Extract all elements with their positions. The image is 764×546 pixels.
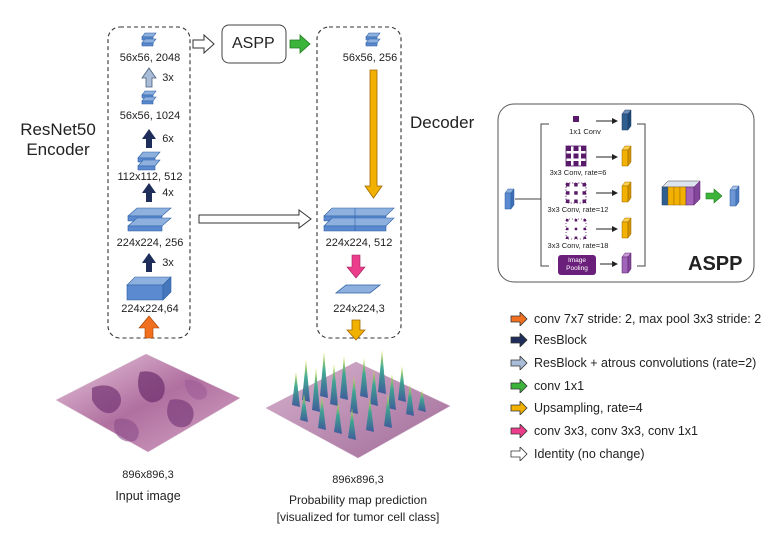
encoder-block-112x112-512 bbox=[137, 151, 161, 171]
resblock-arrow bbox=[142, 129, 156, 148]
kernel-rate18-icon bbox=[565, 218, 587, 240]
legend-item: ResBlock + atrous convolutions (rate=2) bbox=[510, 353, 756, 373]
probability-map bbox=[265, 350, 451, 459]
decoder-block-224x224-512 bbox=[323, 207, 395, 232]
encoder-repeat-label: 4x bbox=[162, 187, 174, 199]
resblock-arrow bbox=[142, 183, 156, 202]
encoder-dim-label: 56x56, 1024 bbox=[119, 110, 181, 122]
arrow-icon bbox=[510, 333, 528, 347]
encoder-dim-label: 224x224, 256 bbox=[116, 237, 184, 249]
arrow-icon bbox=[510, 447, 528, 461]
output-caption: Probability map prediction [visualized f… bbox=[276, 493, 440, 524]
stem-conv-arrow bbox=[138, 315, 160, 339]
aspp-out-block-1 bbox=[621, 109, 632, 131]
aspp-out-block-4 bbox=[621, 217, 632, 239]
upsampling-output-arrow bbox=[346, 319, 366, 341]
arrow-icon bbox=[510, 424, 528, 438]
conv3x3-arrow bbox=[346, 254, 366, 279]
arrow-icon bbox=[510, 356, 528, 370]
atrous-resblock-arrow bbox=[141, 67, 157, 88]
encoder-block-56x56-1024 bbox=[141, 90, 157, 105]
decoder-dim-label: 224x224,3 bbox=[333, 303, 385, 315]
legend-item: conv 3x3, conv 3x3, conv 1x1 bbox=[510, 421, 698, 441]
aspp-branch-label: 3x3 Conv, rate=6 bbox=[549, 168, 607, 177]
aspp-out-block-2 bbox=[621, 145, 632, 167]
encoder-repeat-label: 6x bbox=[162, 133, 174, 145]
decoder-dim-label: 56x56, 256 bbox=[342, 52, 398, 64]
aspp-branch-label: 1x1 Conv bbox=[569, 127, 601, 136]
aspp-output-block bbox=[729, 185, 740, 207]
legend-item: Upsampling, rate=4 bbox=[510, 398, 643, 418]
input-caption: Input image bbox=[115, 489, 181, 503]
legend-item: Identity (no change) bbox=[510, 444, 645, 464]
legend-item: conv 7x7 stride: 2, max pool 3x3 stride:… bbox=[510, 309, 761, 329]
encoder-block-224x224-256 bbox=[127, 207, 172, 232]
encoder-dim-label: 112x112, 512 bbox=[117, 171, 183, 183]
identity-arrow bbox=[192, 33, 215, 55]
aspp-out-block-3 bbox=[621, 181, 632, 203]
kernel-1x1-icon bbox=[573, 116, 579, 122]
aspp-input-block bbox=[504, 188, 515, 210]
image-pooling-box bbox=[558, 255, 596, 275]
aspp-branch-label: 3x3 Conv, rate=12 bbox=[547, 205, 609, 214]
aspp-panel-title: ASPP bbox=[688, 253, 743, 275]
identity-skip-arrow bbox=[198, 209, 312, 229]
aspp-branch-label: 3x3 Conv, rate=18 bbox=[547, 241, 609, 250]
input-dims-label: 896x896,3 bbox=[122, 469, 174, 481]
encoder-repeat-label: 3x bbox=[162, 72, 174, 84]
image-pooling-label: Image Pooling bbox=[566, 257, 588, 272]
arrow-icon bbox=[510, 401, 528, 415]
kernel-rate6-icon bbox=[565, 145, 587, 167]
aspp-box bbox=[221, 24, 287, 64]
output-dims-label: 896x896,3 bbox=[332, 474, 384, 486]
aspp-out-block-5 bbox=[621, 252, 632, 274]
legend-item: conv 1x1 bbox=[510, 376, 584, 396]
aspp-box-label: ASPP bbox=[232, 35, 275, 52]
input-image bbox=[55, 353, 241, 453]
encoder-dim-label: 224x224,64 bbox=[121, 303, 179, 315]
conv1x1-arrow bbox=[289, 34, 311, 54]
kernel-rate12-icon bbox=[565, 182, 587, 204]
arrow-icon bbox=[510, 312, 528, 326]
legend-item: ResBlock bbox=[510, 330, 587, 350]
decoder-box bbox=[316, 26, 402, 339]
arrow-icon bbox=[510, 379, 528, 393]
encoder-block-224x224-64 bbox=[126, 276, 172, 301]
upsampling-arrow bbox=[364, 69, 383, 199]
aspp-concat-block bbox=[661, 180, 701, 206]
decoder-block-224x224-3 bbox=[334, 284, 382, 294]
encoder-repeat-label: 3x bbox=[162, 257, 174, 269]
decoder-block-56x56-256 bbox=[365, 32, 381, 47]
aspp-conv1x1-arrow bbox=[705, 188, 723, 204]
encoder-box bbox=[107, 26, 191, 339]
decoder-dim-label: 224x224, 512 bbox=[325, 237, 393, 249]
encoder-block-56x56-2048 bbox=[141, 32, 157, 47]
resblock-arrow bbox=[142, 253, 156, 272]
encoder-dim-label: 56x56, 2048 bbox=[119, 52, 181, 64]
encoder-title: ResNet50 Encoder bbox=[20, 120, 96, 159]
decoder-title: Decoder bbox=[410, 113, 475, 132]
